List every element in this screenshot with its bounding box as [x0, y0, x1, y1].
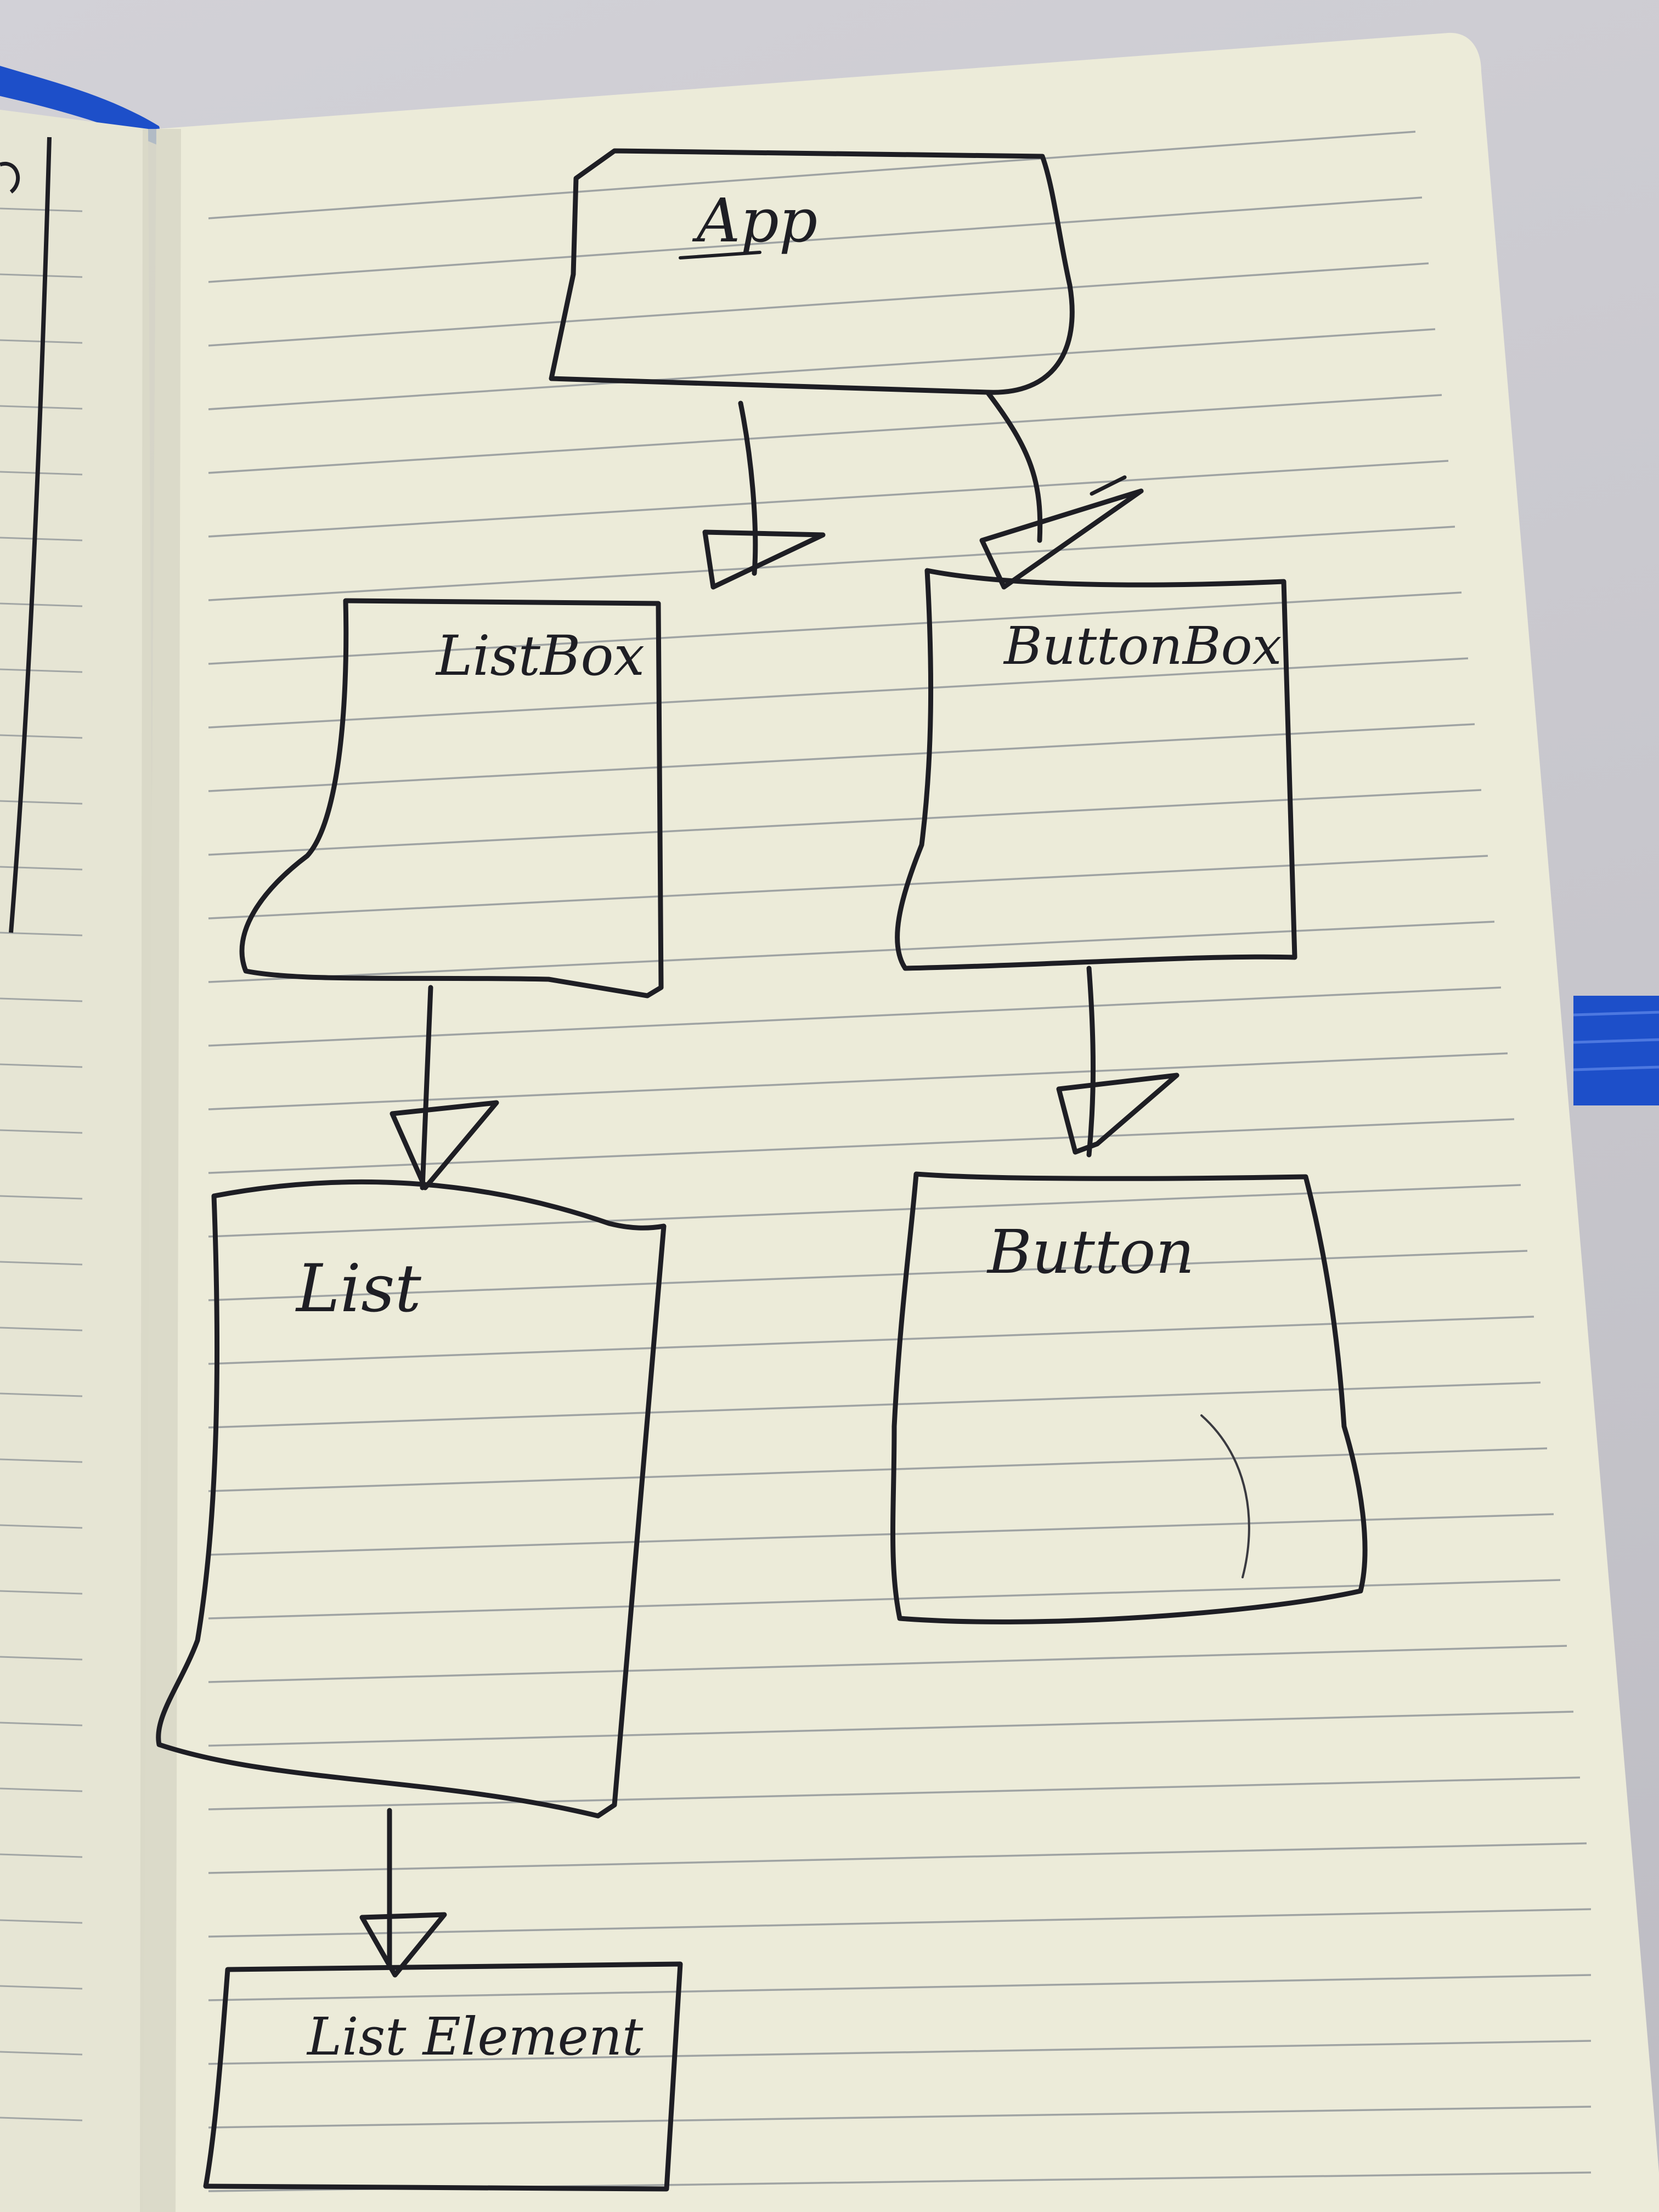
- node-button-label: Button: [986, 1217, 1194, 1287]
- page-rule-line: [208, 1974, 1592, 2001]
- page-gutter: [140, 129, 181, 2212]
- left-page: [0, 110, 159, 2212]
- page-rule-line: [208, 1908, 1592, 1938]
- left-page-ink-stroke: [9, 137, 52, 933]
- edge-list-to-listelement: [359, 1808, 447, 1978]
- page-rule-line: [208, 1447, 1548, 1492]
- page-rule-line: [208, 196, 1423, 283]
- page-rule-line: [208, 1513, 1554, 1556]
- page-rule-line: [208, 1842, 1587, 1874]
- page-rule-line: [208, 1184, 1521, 1238]
- page-rule-line: [208, 131, 1416, 219]
- page-rule-line: [208, 2040, 1592, 2065]
- page-rule-line: [208, 460, 1449, 538]
- page-rule-line: [208, 1645, 1567, 1683]
- left-page-ink-mark: [0, 161, 20, 194]
- page-rule-line: [208, 591, 1462, 665]
- left-page-rules: [0, 207, 83, 2121]
- page-rule-line: [208, 394, 1442, 474]
- page-rule-line: [208, 1776, 1581, 1810]
- bookmark-ribbon-right: [1573, 996, 1659, 1105]
- page-rule-line: [208, 526, 1455, 601]
- edge-buttonbox-to-button: [1056, 966, 1180, 1158]
- node-listbox: [239, 598, 664, 998]
- page-rule-line: [208, 657, 1469, 729]
- page-rule-line: [208, 1250, 1528, 1301]
- node-app: [549, 148, 1075, 395]
- node-listbox-label: ListBox: [435, 624, 645, 688]
- edge-app-to-listbox: [702, 400, 826, 590]
- page-rule-line: [208, 789, 1482, 856]
- node-listelement: [203, 1961, 683, 2192]
- page-rule-line: [208, 328, 1436, 410]
- page-rule-line: [208, 1316, 1534, 1365]
- node-button: [890, 1171, 1368, 1624]
- page-rule-line: [208, 1118, 1515, 1174]
- edge-app-to-buttonbox: [979, 390, 1144, 590]
- page-rule-line: [208, 262, 1429, 347]
- page-rule-line: [208, 2106, 1592, 2129]
- main-page: [143, 32, 1659, 2212]
- node-buttonbox-label: ButtonBox: [1003, 616, 1282, 676]
- page-rule-line: [208, 986, 1502, 1047]
- node-app-label: App: [692, 185, 817, 256]
- node-listelement-label: List Element: [306, 2007, 644, 2067]
- page-rule-line: [208, 921, 1495, 983]
- page-rule-line: [208, 1711, 1574, 1747]
- page-rule-line: [208, 723, 1475, 792]
- node-buttonbox: [895, 568, 1297, 971]
- page-rule-line: [208, 1579, 1561, 1620]
- node-list: [156, 1179, 667, 1819]
- edge-listbox-to-list: [390, 985, 499, 1190]
- node-list-label: List: [295, 1251, 422, 1327]
- page-rule-line: [208, 855, 1488, 919]
- page-rule-line: [208, 1381, 1541, 1429]
- main-page-rules: [208, 131, 1592, 2192]
